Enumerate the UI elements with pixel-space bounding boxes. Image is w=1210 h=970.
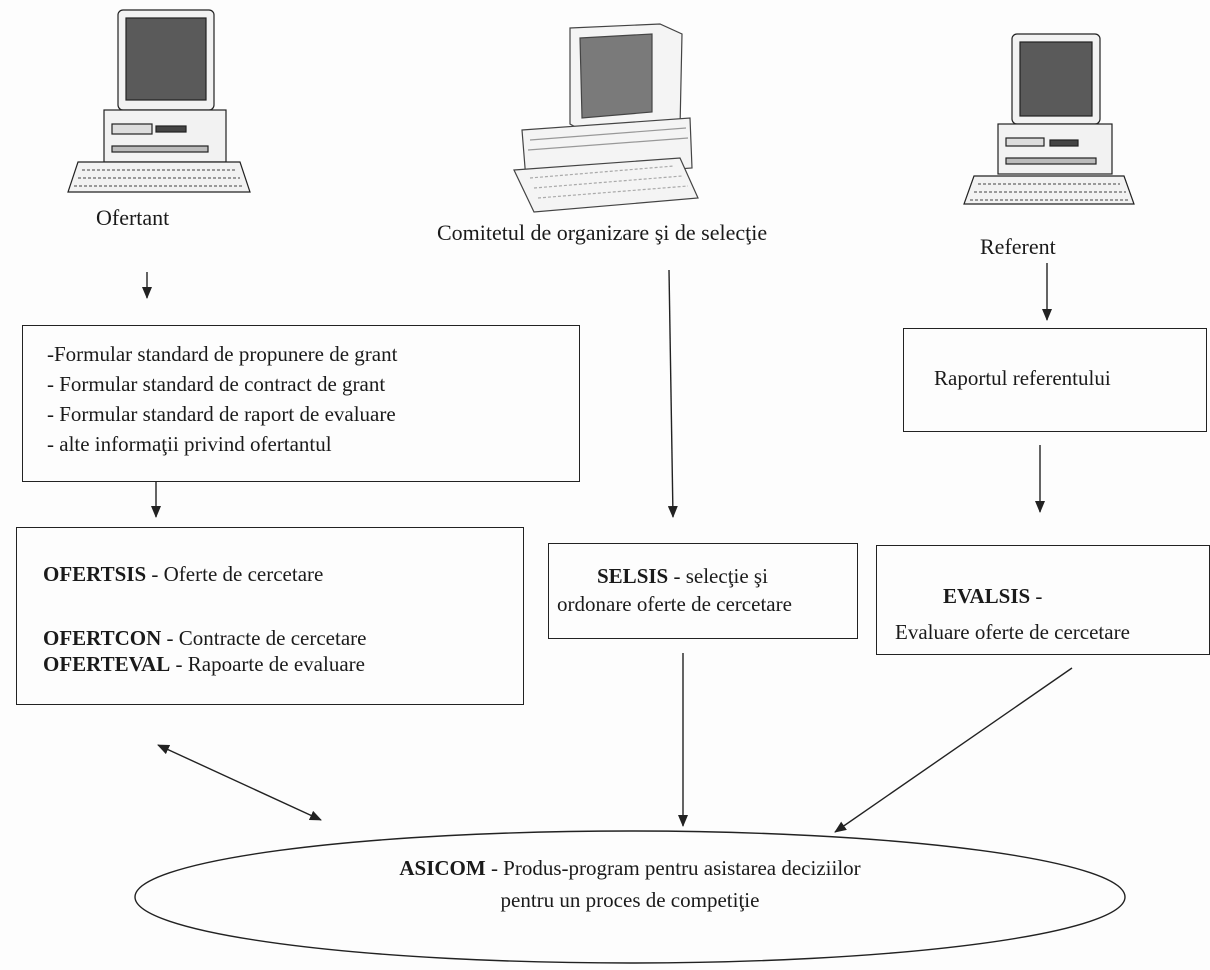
- asicom-line-1: ASICOM - Produs-program pentru asistarea…: [300, 856, 960, 881]
- ofertsis-line: OFERTSIS - Oferte de cercetare: [43, 562, 323, 587]
- forms-line-4: - alte informaţii privind ofertantul: [47, 432, 332, 456]
- computer-icon-referent: [963, 33, 1135, 205]
- forms-line-1: -Formular standard de propunere de grant: [47, 342, 398, 366]
- asicom-ellipse: [134, 830, 1126, 964]
- selsis-line-1: SELSIS - selecţie şi: [597, 564, 768, 589]
- evalsis-desc: -: [1030, 584, 1043, 608]
- actor-comitet-label: Comitetul de organizare şi de selecţie: [437, 220, 768, 245]
- actor-ofertant-label: Ofertant: [96, 205, 170, 230]
- ofertcon-code: OFERTCON: [43, 626, 162, 650]
- oferteval-desc: - Rapoarte de evaluare: [170, 652, 365, 676]
- selsis-line-2: ordonare oferte de cercetare: [557, 592, 792, 616]
- forms-box: -Formular standard de propunere de grant…: [22, 325, 580, 482]
- arrow-ofert-asicom: [157, 744, 322, 821]
- evalsis-line-1: EVALSIS -: [943, 584, 1042, 609]
- forms-line-3: - Formular standard de raport de evaluar…: [47, 402, 396, 426]
- selsis-code: SELSIS: [597, 564, 669, 588]
- report-text: Raportul referentului: [934, 366, 1111, 390]
- ofert-box: OFERTSIS - Oferte de cercetare OFERTCON …: [16, 527, 524, 705]
- asicom-desc: - Produs-program pentru asistarea decizi…: [485, 856, 861, 880]
- arrow-evalsis-to-asicom: [834, 667, 1073, 833]
- arrow-comitet-to-selsis: [667, 269, 678, 518]
- evalsis-line-2: Evaluare oferte de cercetare: [895, 620, 1130, 644]
- oferteval-line: OFERTEVAL - Rapoarte de evaluare: [43, 652, 365, 677]
- asicom-line-2: pentru un proces de competiţie: [500, 888, 760, 912]
- ofertcon-line: OFERTCON - Contracte de cercetare: [43, 626, 366, 651]
- evalsis-code: EVALSIS: [943, 584, 1031, 608]
- selsis-desc: - selecţie şi: [668, 564, 768, 588]
- selsis-box: SELSIS - selecţie şi ordonare oferte de …: [548, 543, 858, 639]
- asicom-code: ASICOM: [399, 856, 486, 880]
- forms-line-2: - Formular standard de contract de grant: [47, 372, 386, 396]
- report-box: Raportul referentului: [903, 328, 1207, 432]
- ofertsis-code: OFERTSIS: [43, 562, 147, 586]
- evalsis-box: EVALSIS - Evaluare oferte de cercetare: [876, 545, 1210, 655]
- computer-icon-ofertant: [67, 9, 251, 193]
- actor-referent-label: Referent: [980, 234, 1056, 259]
- oferteval-code: OFERTEVAL: [43, 652, 171, 676]
- computer-icon-comitet: [513, 23, 699, 213]
- ofertcon-desc: - Contracte de cercetare: [161, 626, 367, 650]
- ofertsis-desc: - Oferte de cercetare: [146, 562, 324, 586]
